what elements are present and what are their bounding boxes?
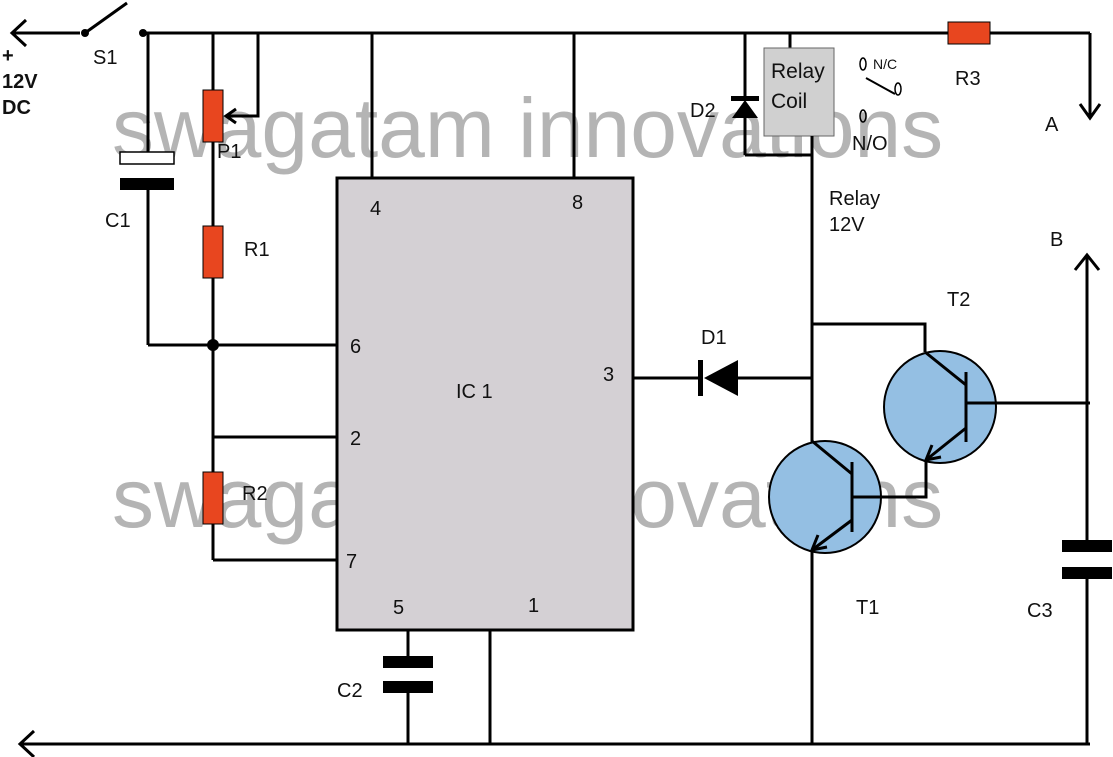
ic-pin-7: 7 [346, 551, 357, 573]
label-a: A [1045, 114, 1059, 136]
switch-s1 [81, 1, 147, 37]
relay-nc-label: N/C [873, 56, 897, 72]
resistor-r3 [947, 21, 991, 45]
label-p1: P1 [217, 141, 241, 163]
supply-rail [9, 18, 1102, 121]
supply-voltage-label: 12V [2, 71, 38, 93]
label-r3: R3 [955, 68, 981, 90]
ic-pin-5: 5 [393, 597, 404, 619]
label-t1: T1 [856, 597, 879, 619]
relay-rating-line1: Relay [829, 188, 880, 210]
ic-555 [335, 33, 635, 744]
ic-pin-2: 2 [350, 428, 361, 450]
timing-network [202, 33, 336, 562]
label-ic1: IC 1 [456, 381, 493, 403]
capacitor-c1 [119, 33, 336, 347]
capacitor-c3-and-output [1062, 252, 1112, 744]
relay-coil-line1: Relay [771, 60, 825, 83]
label-s1: S1 [93, 47, 117, 69]
label-d2: D2 [690, 100, 716, 122]
transistor-t2 [812, 322, 1090, 464]
relay-rating-line2: 12V [829, 214, 865, 236]
ic-pin-8: 8 [572, 192, 583, 214]
label-c3: C3 [1027, 600, 1053, 622]
ic-pin-4: 4 [370, 198, 381, 220]
relay-section [731, 33, 902, 744]
ground-rail [17, 729, 1090, 757]
relay-coil-line2: Coil [771, 90, 807, 113]
label-b: B [1050, 229, 1063, 251]
label-r2: R2 [242, 483, 268, 505]
label-d1: D1 [701, 327, 727, 349]
ic-pin-3: 3 [603, 364, 614, 386]
relay-no-label: N/O [852, 133, 888, 155]
ic-pin-6: 6 [350, 336, 361, 358]
label-c1: C1 [105, 210, 131, 232]
supply-plus-label: + [2, 45, 14, 67]
transistor-t1 [768, 439, 928, 554]
label-t2: T2 [947, 289, 970, 311]
ic-pin-1: 1 [528, 595, 539, 617]
label-r1: R1 [244, 239, 270, 261]
diode-d1 [633, 360, 812, 396]
supply-type-label: DC [2, 97, 31, 119]
label-c2: C2 [337, 680, 363, 702]
